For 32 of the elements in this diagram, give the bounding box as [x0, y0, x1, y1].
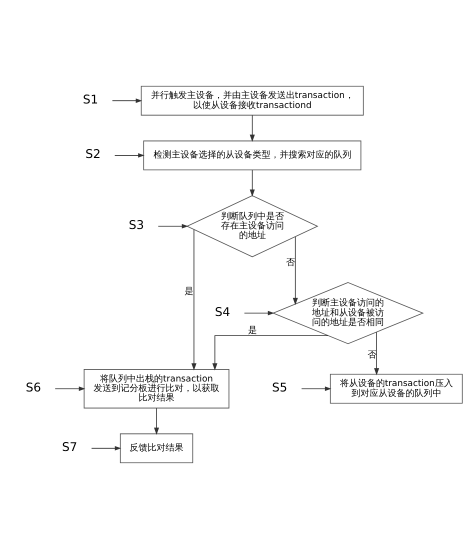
- node-box: 反馈比对结果: [120, 433, 194, 464]
- edge-label: 否: [286, 258, 296, 268]
- arrow: [112, 98, 142, 103]
- node-box: 将从设备的transaction压入到对应从设备的队列中: [330, 374, 463, 404]
- node-box: 将队列中出栈的transaction发送到记分板进行比对，以获取比对结果: [84, 369, 230, 408]
- arrow: [244, 310, 274, 316]
- node-text: S1: [82, 92, 98, 107]
- arrow: [158, 224, 188, 228]
- arrow: [54, 386, 86, 392]
- arrow: [292, 236, 298, 306]
- node-diamond: 判断队列中是否存在主设备访问的地址: [186, 195, 318, 258]
- node-box: 检测主设备选择的从设备类型，并搜索对应的队列: [143, 140, 362, 170]
- arrow: [212, 335, 328, 370]
- arrow: [374, 332, 380, 376]
- node-text: S2: [85, 147, 101, 162]
- edge-label: 是: [184, 287, 194, 298]
- arrow: [301, 386, 332, 392]
- arrow: [91, 446, 122, 451]
- node-box: 并行触发主设备，并由主设备发送出transaction，以使从设备接收transactiond: [140, 86, 364, 116]
- node-text: S4: [214, 304, 230, 319]
- node-text: S6: [26, 380, 42, 395]
- arrow: [250, 170, 255, 197]
- node-text: S7: [62, 440, 78, 454]
- arrow: [191, 229, 196, 370]
- edge-label: 是: [248, 326, 258, 336]
- arrow: [114, 153, 145, 158]
- node-text: S3: [128, 218, 144, 232]
- arrow: [154, 408, 160, 435]
- node-text: S5: [272, 380, 288, 395]
- node-diamond: 判断主设备访问的地址和从设备被访问的地址是否相同: [272, 282, 424, 344]
- arrow: [250, 114, 255, 142]
- edge-label: 否: [367, 350, 376, 360]
